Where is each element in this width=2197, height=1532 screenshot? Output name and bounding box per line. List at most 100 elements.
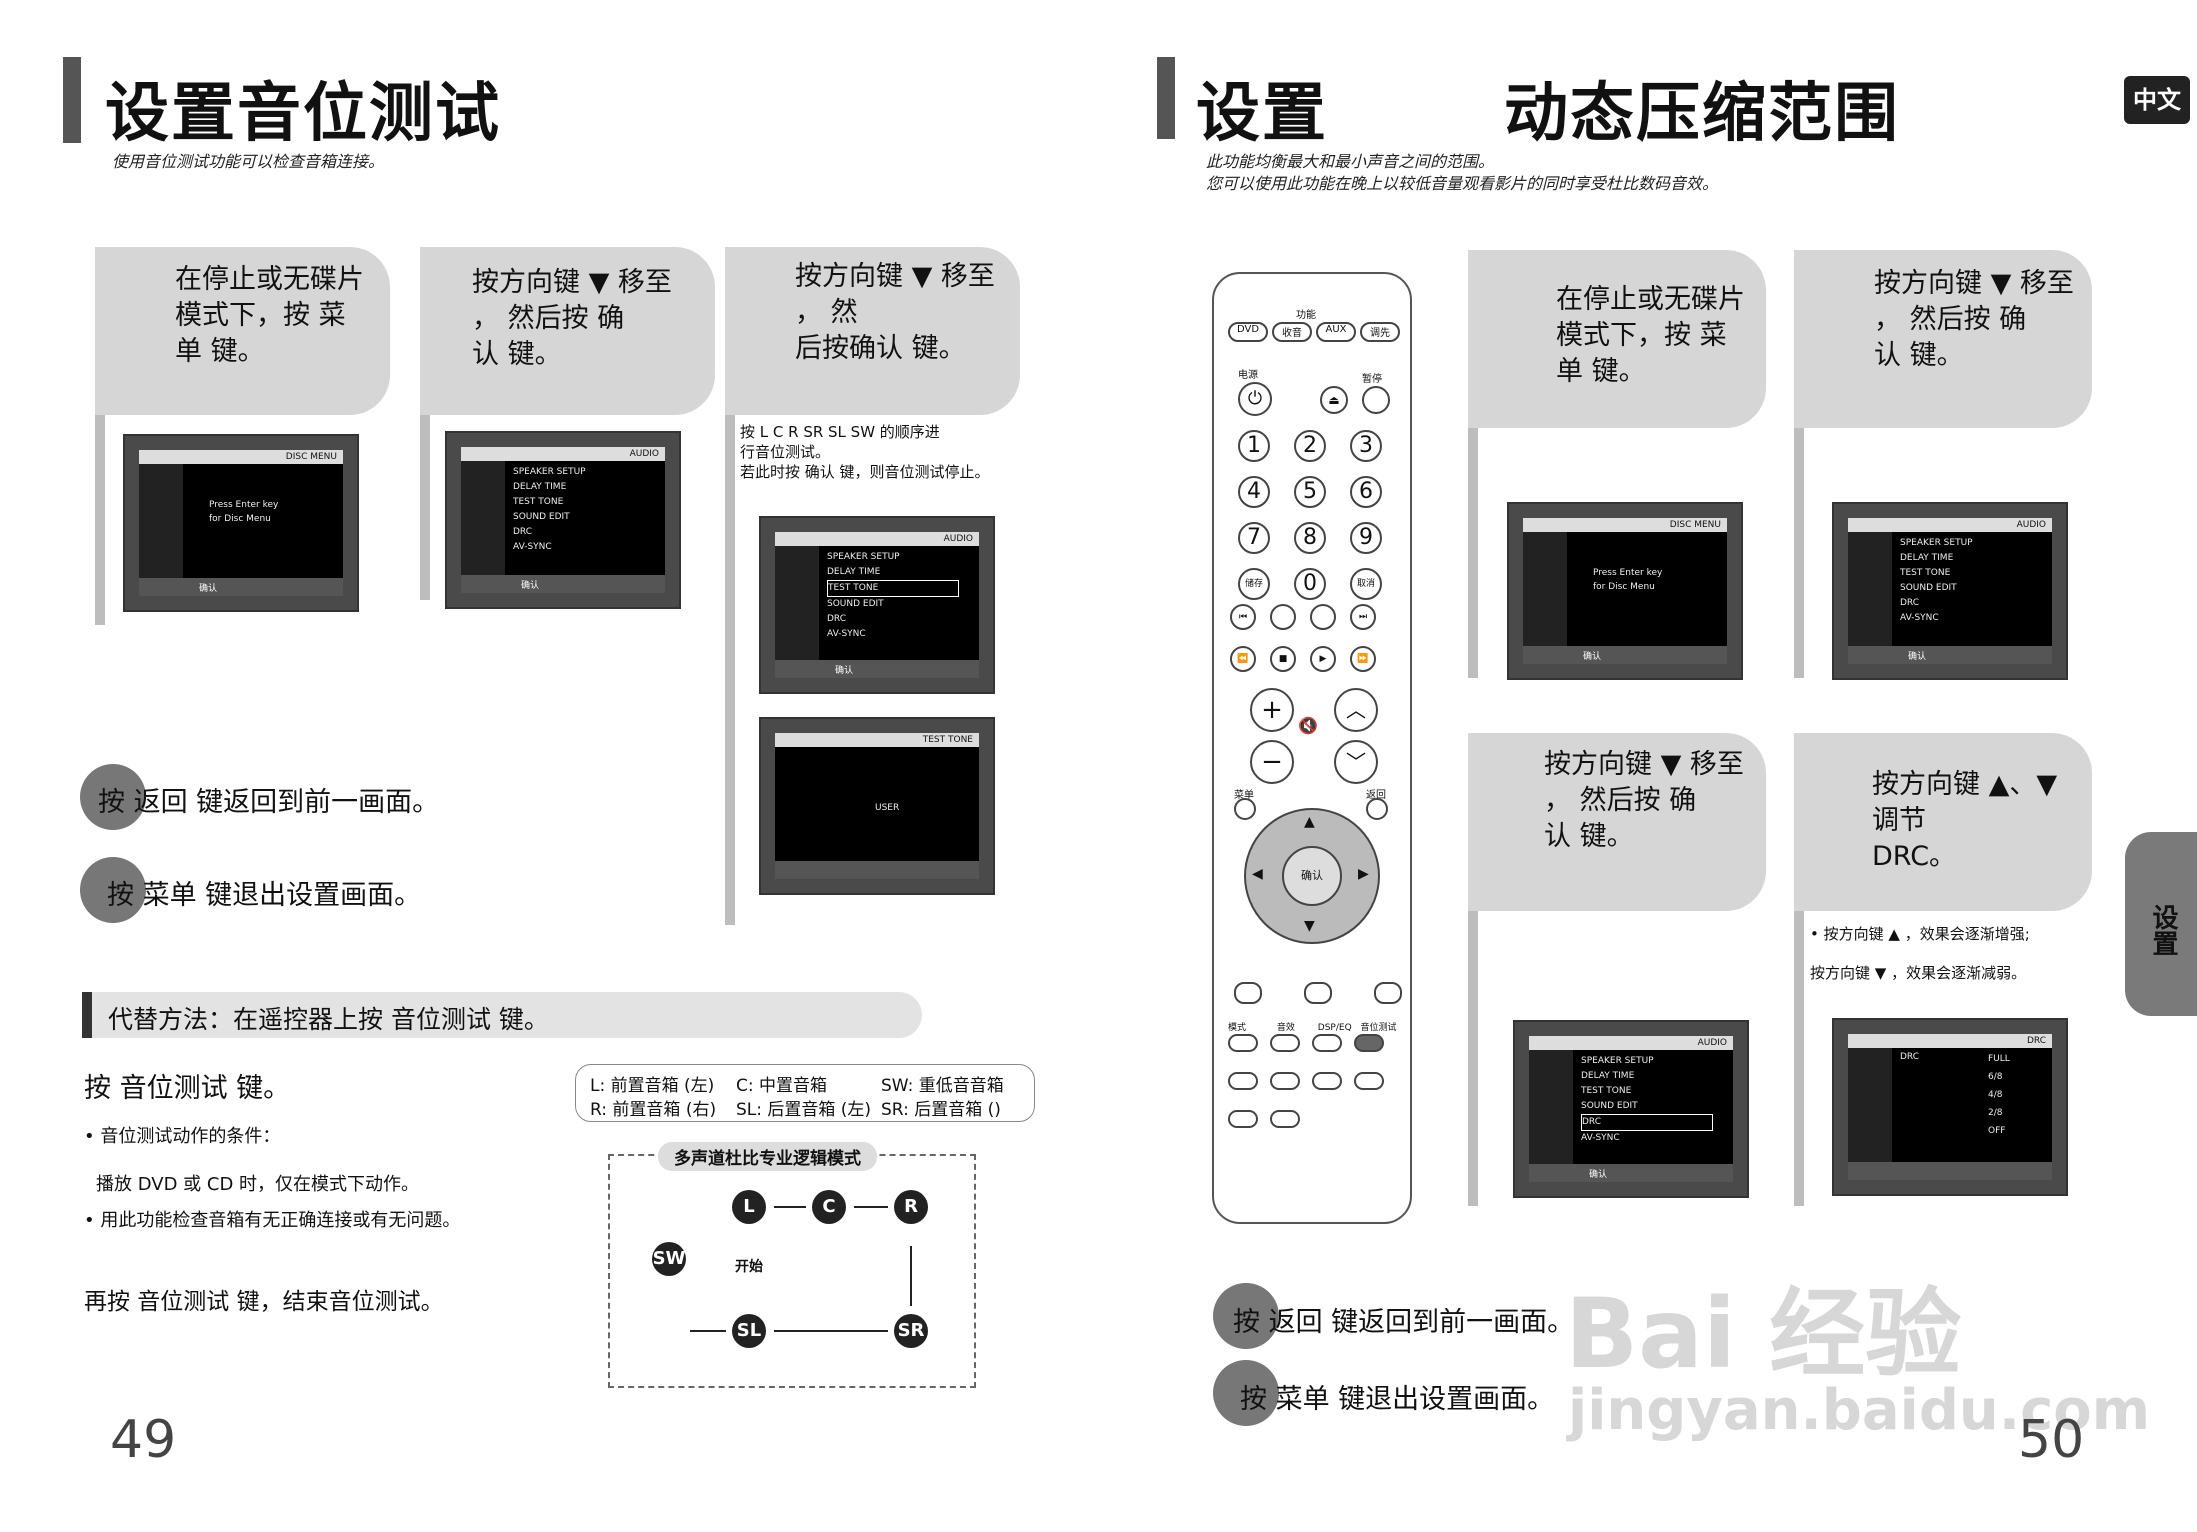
repeat-button[interactable] [1310, 604, 1336, 630]
remote-small-button[interactable] [1228, 1034, 1258, 1052]
legend-item: R: 前置音箱 (右) [590, 1100, 717, 1120]
legend-item: C: 中置音箱 [736, 1076, 828, 1096]
digit-button[interactable]: 6 [1350, 476, 1382, 508]
remote-small-button[interactable] [1270, 1072, 1300, 1090]
screen-sidebar [139, 464, 183, 578]
remote-mode-button[interactable]: 调先 [1360, 322, 1400, 342]
step-1-text: 在停止或无碟片 模式下，按 菜 单 键。 [175, 264, 364, 367]
start-label: 开始 [735, 1259, 763, 1275]
direction-pad[interactable]: 确认 ▲ ▼ ◀ ▶ [1244, 808, 1380, 944]
digit-button[interactable]: 5 [1294, 476, 1326, 508]
legend-item: SL: 后置音箱 (左) [736, 1100, 872, 1120]
menu-item: DRC [513, 527, 533, 537]
remote-small-button[interactable] [1270, 1110, 1300, 1128]
digit-button[interactable]: 3 [1350, 430, 1382, 462]
screen-sidebar [461, 461, 505, 575]
step-card-2: 按方向键 ▼ 移至 ， 然后按 确 认 键。 [1794, 250, 2092, 428]
rewind-icon[interactable]: ⏪ [1230, 646, 1256, 672]
return-circle [80, 764, 146, 830]
eject-icon[interactable]: ⏏ [1320, 386, 1348, 414]
menu-item: DELAY TIME [513, 482, 567, 492]
up-arrow-icon[interactable]: ▲ [1304, 814, 1315, 830]
forward-icon[interactable]: ⏩ [1350, 646, 1376, 672]
condition-bullet: • 用此功能检查音箱有无正确连接或有无问题。 [84, 1210, 461, 1231]
tuning-down-icon[interactable]: ﹀ [1334, 740, 1378, 784]
digit-button[interactable]: 1 [1238, 430, 1270, 462]
return-button[interactable] [1366, 798, 1388, 820]
remote-control: 功能 DVD 收音 AUX 调先 电源 ⏻ ⏏ 暂停 1 2 3 4 5 6 7… [1212, 272, 1412, 1224]
remote-small-button[interactable] [1228, 1110, 1258, 1128]
volume-up-icon[interactable]: + [1250, 688, 1294, 732]
digit-button[interactable]: 4 [1238, 476, 1270, 508]
play-pause-icon[interactable]: ▶ [1310, 646, 1336, 672]
menu-circle [80, 857, 146, 923]
remote-dvd-button[interactable]: DVD [1228, 322, 1268, 342]
left-arrow-icon[interactable]: ◀ [1252, 866, 1263, 882]
menu-button[interactable] [1234, 798, 1256, 820]
step-2-text: 按方向键 ▼ 移至 ， 然后按 确 认 键。 [1874, 268, 2074, 371]
side-tab-label: 设置 [2148, 904, 2178, 956]
remote-small-button[interactable] [1312, 1034, 1342, 1052]
description-line: 此功能均衡最大和最小声音之间的范围。 [1206, 152, 1495, 171]
prev-icon[interactable]: ⏮ [1230, 604, 1256, 630]
step-card-3: 按方向键 ▼ 移至 ， 然 后按确认 键。 [725, 247, 1020, 415]
sleep-button[interactable] [1362, 386, 1390, 414]
page-number-right: 50 [2018, 1410, 2085, 1470]
step-3-text: 按方向键 ▼ 移至 ， 然 后按确认 键。 [795, 261, 995, 364]
remote-aux-button[interactable]: AUX [1316, 322, 1356, 342]
screen-message: Press Enter key [1593, 568, 1663, 578]
legend-item: SW: 重低音音箱 [881, 1076, 1004, 1096]
test-tone-button[interactable] [1354, 1034, 1384, 1052]
diagram-title: 多声道杜比专业逻辑模式 [658, 1142, 877, 1171]
audio-button[interactable] [1304, 982, 1332, 1004]
down-arrow-icon[interactable]: ▼ [1304, 918, 1315, 934]
right-arrow-icon[interactable]: ▶ [1358, 866, 1369, 882]
screen-header: DISC MENU [285, 452, 337, 462]
next-icon[interactable]: ⏭ [1350, 604, 1376, 630]
store-button[interactable]: 储存 [1238, 568, 1270, 600]
remote-pause-label: 暂停 [1362, 374, 1382, 385]
drc-level: OFF [1988, 1126, 2006, 1136]
tv-screen-disc-menu: DISC MENU Press Enter key for Disc Menu … [1507, 502, 1743, 680]
screen-ok-label: 确认 [1583, 652, 1602, 662]
remote-small-button[interactable] [1354, 1072, 1384, 1090]
remote-small-button[interactable] [1270, 1034, 1300, 1052]
digit-button[interactable]: 8 [1294, 522, 1326, 554]
menu-item: AV-SYNC [1581, 1133, 1620, 1143]
menu-label: 菜单 [1234, 790, 1254, 801]
mute-icon[interactable]: 🔇 [1298, 716, 1318, 735]
ok-button[interactable]: 确认 [1282, 846, 1342, 906]
remote-tuner-button[interactable]: 收音 [1272, 322, 1312, 342]
menu-item: TEST TONE [513, 497, 564, 507]
power-icon[interactable]: ⏻ [1238, 382, 1272, 416]
speaker-legend: L: 前置音箱 (左) C: 中置音箱 SW: 重低音音箱 R: 前置音箱 (右… [575, 1064, 1035, 1122]
tv-screen-audio: AUDIO SPEAKER SETUP DELAY TIME TEST TONE… [1832, 502, 2068, 680]
remote-small-button[interactable] [1312, 1072, 1342, 1090]
digit-button[interactable]: 7 [1238, 522, 1270, 554]
volume-down-icon[interactable]: − [1250, 740, 1294, 784]
screen-sidebar [1848, 532, 1892, 646]
alt-method-accent [82, 992, 92, 1038]
tuning-up-icon[interactable]: ︿ [1334, 688, 1378, 732]
screen-message: for Disc Menu [1593, 582, 1655, 592]
menu-item: DRC [827, 614, 847, 624]
subtitle-button[interactable] [1374, 982, 1402, 1004]
digit-button[interactable]: 9 [1350, 522, 1382, 554]
digit-button[interactable]: 0 [1294, 568, 1326, 600]
step-divider [95, 415, 105, 625]
stop-icon[interactable]: ■ [1270, 646, 1296, 672]
step-3-text: 按方向键 ▼ 移至 ， 然后按 确 认 键。 [1544, 749, 1744, 852]
remote-small-button[interactable] [1228, 1072, 1258, 1090]
step-button[interactable] [1270, 604, 1296, 630]
cancel-button[interactable]: 取消 [1350, 568, 1382, 600]
info-button[interactable] [1234, 982, 1262, 1004]
menu-item: AV-SYNC [827, 629, 866, 639]
digit-button[interactable]: 2 [1294, 430, 1326, 462]
menu-item: SPEAKER SETUP [827, 552, 900, 562]
end-instruction: 再按 音位测试 键，结束音位测试。 [84, 1289, 444, 1315]
menu-item: SOUND EDIT [1900, 583, 1957, 593]
speaker-c: C [812, 1190, 846, 1224]
screen-ok-label: 确认 [199, 584, 218, 594]
step-card-2: 按方向键 ▼ 移至 ， 然后按 确 认 键。 [420, 247, 715, 415]
speaker-l: L [732, 1190, 766, 1224]
